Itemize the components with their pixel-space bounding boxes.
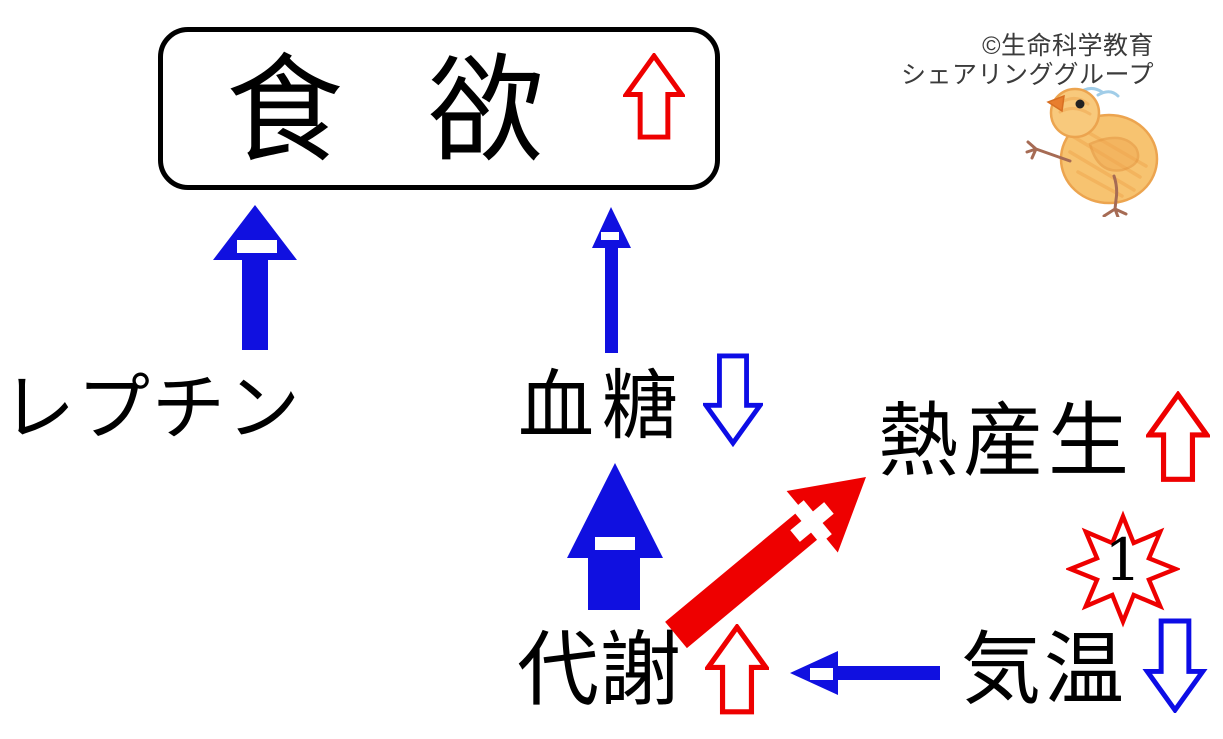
blood-sugar-label: 血糖 <box>518 364 686 449</box>
metabolism-to-blood-sugar-arrow <box>567 463 663 610</box>
heat-production-label: 熱産生 <box>878 397 1134 487</box>
minus-sign <box>810 668 833 680</box>
copyright-line2: シェアリンググループ <box>900 61 1154 89</box>
minus-sign <box>595 537 635 550</box>
appetite-box <box>158 27 720 190</box>
chick-illustration <box>1025 87 1159 217</box>
metabolism-label: 代謝 <box>517 625 682 716</box>
blood-sugar-to-appetite-arrow <box>592 207 631 353</box>
appetite-up-indicator-icon <box>623 53 685 140</box>
starburst-badge <box>1066 510 1180 628</box>
copyright-line1: ©生命科学教育 <box>982 32 1154 60</box>
plus-sign <box>790 500 834 544</box>
leptin-to-appetite-arrow <box>213 205 297 350</box>
metabolism-up-indicator-icon <box>705 624 769 715</box>
badge-number: 1 <box>1104 526 1142 594</box>
blood-sugar-down-indicator-icon <box>703 353 763 447</box>
temperature-label: 気温 <box>961 625 1127 714</box>
copyright-watermark: ©生命科学教育 シェアリンググループ <box>900 32 1154 90</box>
appetite-label: 食 欲 <box>226 45 548 176</box>
heat-production-up-indicator-icon <box>1146 391 1210 482</box>
metabolism-to-heat-production-arrow <box>665 477 866 649</box>
leptin-label: レプチン <box>2 368 302 449</box>
temperature-down-indicator-icon <box>1142 618 1208 713</box>
temperature-to-metabolism-arrow <box>790 651 940 695</box>
minus-sign <box>601 232 619 240</box>
minus-sign <box>237 240 277 253</box>
